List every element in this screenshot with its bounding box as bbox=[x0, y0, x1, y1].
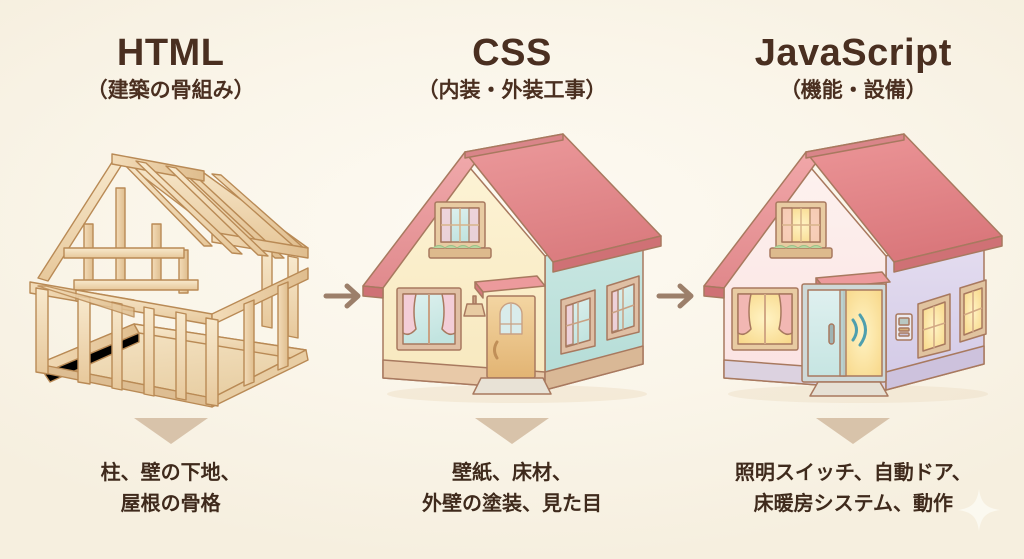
illustration-finished-house bbox=[357, 128, 667, 408]
subtitle-javascript: （機能・設備） bbox=[779, 79, 927, 102]
illustration-wooden-house-frame bbox=[16, 128, 326, 408]
subtitle-css: （内装・外装工事） bbox=[417, 79, 607, 102]
caption-javascript-line-2: 床暖房システム、動作 bbox=[753, 493, 954, 515]
caption-html-line-2: 屋根の骨格 bbox=[120, 493, 221, 515]
column-javascript: JavaScript （機能・設備） bbox=[683, 0, 1024, 559]
caption-css-line-2: 外壁の塗装、見た目 bbox=[421, 493, 602, 515]
caption-html: 柱、壁の下地、 屋根の骨格 bbox=[0, 458, 341, 520]
caption-html-line-1: 柱、壁の下地、 bbox=[100, 462, 241, 484]
subtitle-html: （建築の骨組み） bbox=[86, 79, 255, 102]
caption-css-line-1: 壁紙、床材、 bbox=[451, 462, 572, 484]
down-arrow-html bbox=[133, 418, 208, 444]
column-html: HTML （建築の骨組み） bbox=[0, 0, 341, 559]
title-css: CSS bbox=[472, 32, 552, 74]
title-javascript: JavaScript bbox=[754, 32, 952, 74]
caption-css: 壁紙、床材、 外壁の塗装、見た目 bbox=[341, 458, 682, 520]
arrow-html-to-css-icon bbox=[322, 279, 368, 313]
down-arrow-javascript bbox=[816, 418, 891, 444]
caption-javascript-line-1: 照明スイッチ、自動ドア、 bbox=[734, 462, 972, 484]
arrow-css-to-javascript-icon bbox=[655, 279, 701, 313]
column-css: CSS （内装・外装工事） bbox=[341, 0, 682, 559]
illustration-smart-house bbox=[698, 128, 1008, 408]
down-arrow-css bbox=[474, 418, 549, 444]
title-html: HTML bbox=[116, 32, 225, 74]
caption-javascript: 照明スイッチ、自動ドア、 床暖房システム、動作 bbox=[683, 458, 1024, 520]
